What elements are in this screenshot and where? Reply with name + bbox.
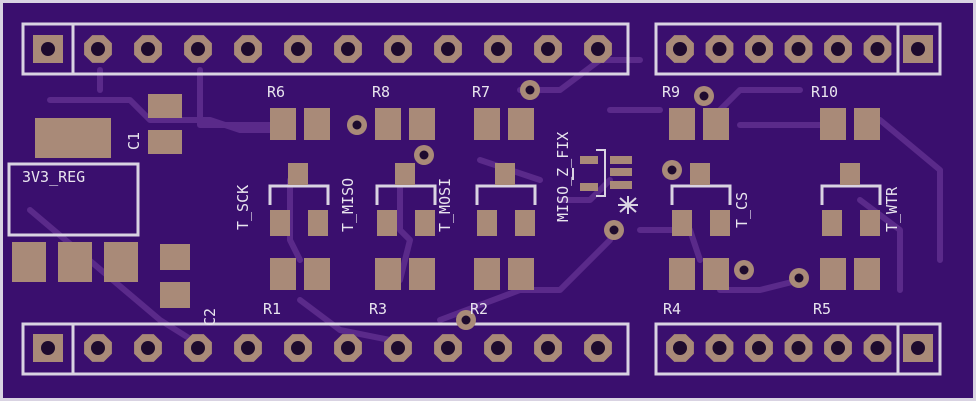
label-r6: R6 bbox=[267, 83, 285, 101]
transistor-t-mosi bbox=[475, 163, 537, 236]
header-pin-hole bbox=[870, 42, 885, 56]
header-pin-hole bbox=[831, 341, 845, 355]
header-pin-hole bbox=[241, 341, 255, 355]
label-r10: R10 bbox=[811, 83, 838, 101]
transistor-t-wtr bbox=[820, 163, 882, 236]
header-pin-hole bbox=[291, 42, 305, 56]
header-pin-hole bbox=[491, 341, 505, 355]
transistor-t-miso bbox=[375, 163, 437, 236]
resistor-r3 bbox=[375, 258, 435, 290]
via-hole bbox=[609, 225, 619, 235]
header-bottom-left bbox=[21, 322, 630, 376]
resistor-r9 bbox=[669, 108, 729, 140]
header-pin-hole bbox=[541, 42, 555, 56]
header-pin-hole bbox=[752, 42, 766, 56]
via-hole bbox=[699, 91, 709, 101]
label-r1: R1 bbox=[263, 300, 281, 318]
capacitor-c1 bbox=[148, 94, 182, 154]
header-top-right bbox=[654, 22, 942, 76]
header-pin-hole bbox=[541, 341, 555, 355]
resistor-r5 bbox=[820, 258, 880, 290]
header-top-left bbox=[21, 22, 630, 76]
resistor-r8 bbox=[375, 108, 435, 140]
header-pin-hole bbox=[141, 341, 155, 355]
capacitor-c2 bbox=[160, 244, 190, 308]
header-pin-hole bbox=[491, 42, 505, 56]
resistor-r6 bbox=[270, 108, 330, 140]
header-pin-hole bbox=[191, 341, 205, 355]
via-hole bbox=[739, 265, 749, 275]
header-pin-hole bbox=[241, 42, 255, 56]
header-pin-hole bbox=[341, 341, 355, 355]
header-pin-hole bbox=[91, 42, 105, 56]
header-pin-hole bbox=[591, 341, 605, 355]
via-hole bbox=[419, 150, 429, 160]
resistor-r1 bbox=[270, 258, 330, 290]
header-pin-hole bbox=[752, 341, 766, 355]
header-pin-hole bbox=[441, 42, 455, 56]
header-pin-hole bbox=[791, 341, 806, 355]
ic-miso-z-fix bbox=[572, 149, 638, 214]
header-pin-hole bbox=[673, 341, 687, 355]
label-3v3-reg: 3V3_REG bbox=[22, 168, 85, 186]
header-pin-hole bbox=[91, 341, 105, 355]
header-pin-hole bbox=[391, 42, 405, 56]
label-r5: R5 bbox=[813, 300, 831, 318]
label-r8: R8 bbox=[372, 83, 390, 101]
header-pin-hole bbox=[831, 42, 845, 56]
label-t-cs: T_CS bbox=[733, 192, 751, 228]
label-t-wtr: T_WTR bbox=[883, 186, 901, 232]
header-pin-hole bbox=[870, 341, 885, 355]
label-r4: R4 bbox=[663, 300, 681, 318]
resistor-r7 bbox=[474, 108, 534, 140]
header-pin-hole bbox=[191, 42, 205, 56]
via-hole bbox=[461, 315, 471, 325]
resistor-r4 bbox=[669, 258, 729, 290]
header-pin-hole bbox=[141, 42, 155, 56]
label-r7: R7 bbox=[472, 83, 490, 101]
header-pin-hole bbox=[391, 341, 405, 355]
via-hole bbox=[352, 120, 362, 130]
header-pin-hole bbox=[441, 341, 455, 355]
transistor-t-sck bbox=[268, 163, 330, 236]
via-hole bbox=[667, 165, 677, 175]
label-r3: R3 bbox=[369, 300, 387, 318]
label-r2: R2 bbox=[470, 300, 488, 318]
transistor-t-cs bbox=[670, 163, 732, 236]
label-c2: C2 bbox=[201, 308, 219, 326]
label-t-sck: T_SCK bbox=[234, 185, 252, 230]
header-pin-hole bbox=[291, 341, 305, 355]
label-c1: C1 bbox=[125, 132, 143, 150]
asterisk-icon bbox=[618, 196, 638, 214]
regulator-tab-pad bbox=[35, 118, 111, 158]
label-r9: R9 bbox=[662, 83, 680, 101]
resistor-r2 bbox=[474, 258, 534, 290]
header-pin-hole bbox=[791, 42, 806, 56]
header-pin-hole bbox=[712, 42, 727, 56]
label-miso-z-fix: MISO_Z_FIX bbox=[554, 132, 572, 222]
header-pin-hole bbox=[341, 42, 355, 56]
regulator-3v3 bbox=[7, 162, 140, 282]
via-hole bbox=[794, 273, 804, 283]
vias bbox=[347, 80, 809, 330]
via-hole bbox=[525, 85, 535, 95]
label-t-mosi: T_MOSI bbox=[436, 178, 454, 232]
header-pin-hole bbox=[673, 42, 687, 56]
resistor-r10 bbox=[820, 108, 880, 140]
header-pin-hole bbox=[591, 42, 605, 56]
label-t-miso: T_MISO bbox=[339, 178, 357, 232]
header-bottom-right bbox=[654, 322, 942, 376]
header-pin-hole bbox=[712, 341, 727, 355]
